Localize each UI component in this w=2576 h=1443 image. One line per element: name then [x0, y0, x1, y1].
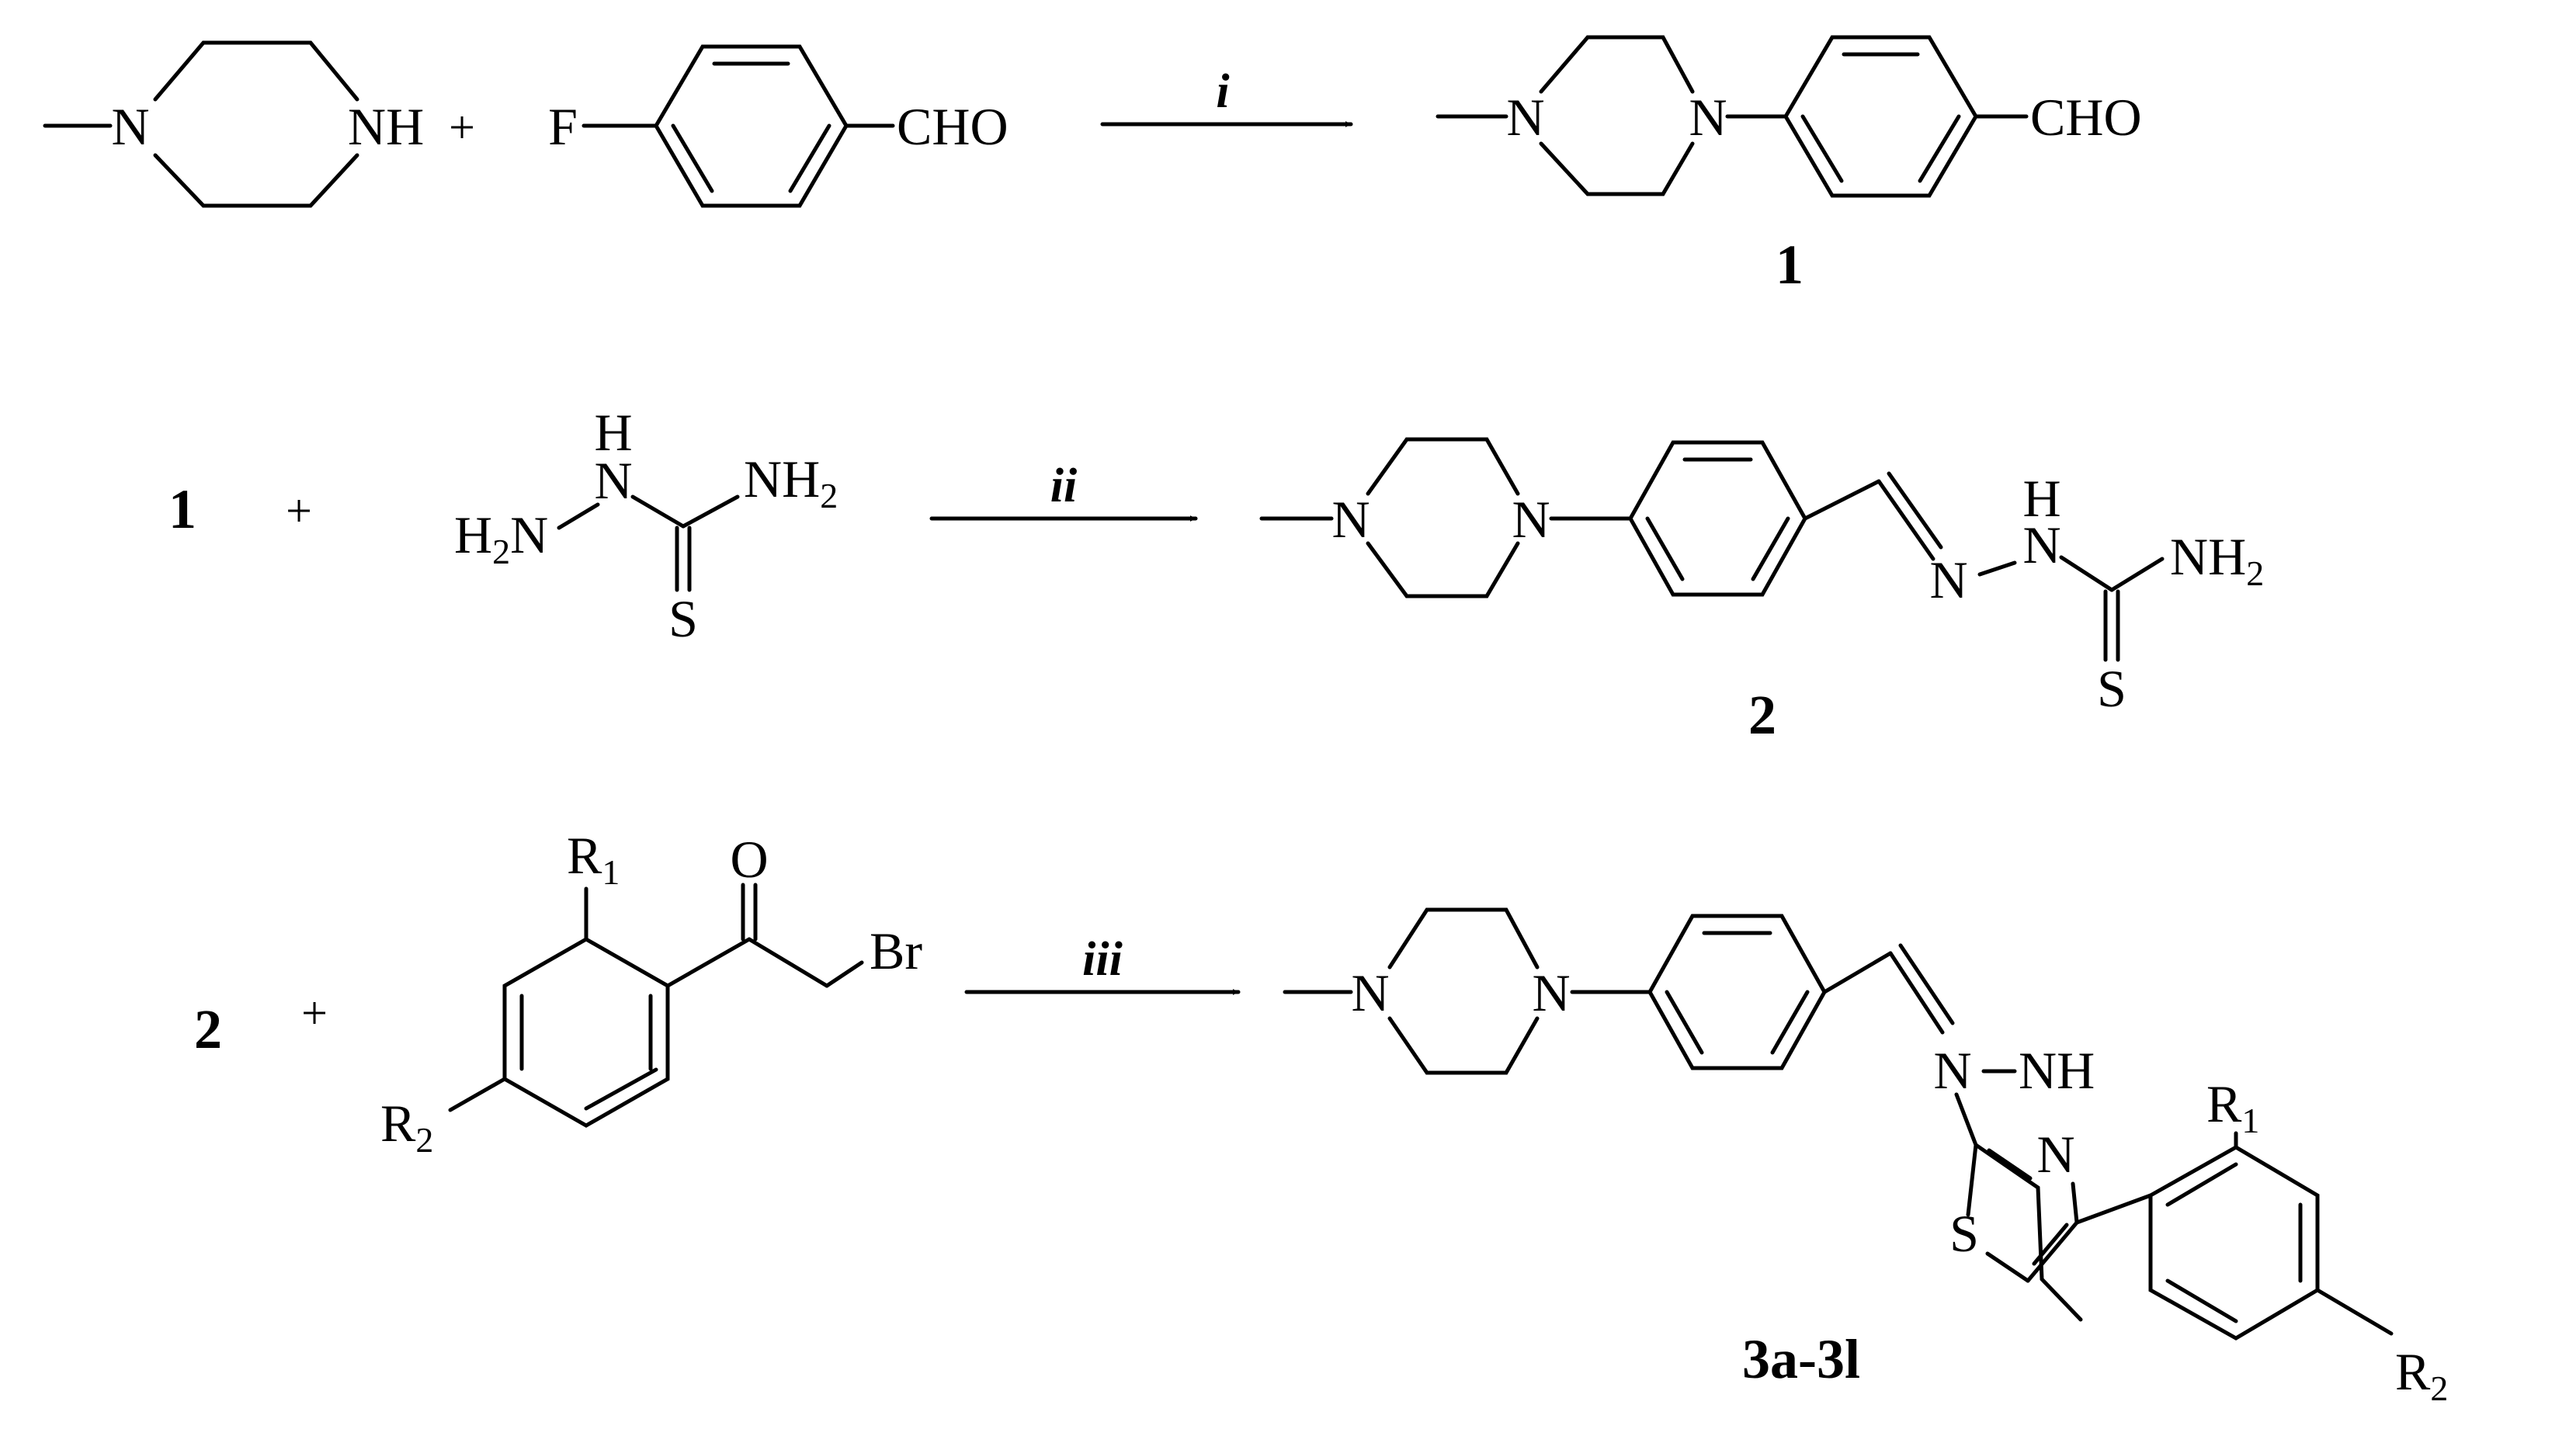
product2-n2-label: N — [1512, 490, 1550, 549]
row2-reactant-1-label: 1 — [168, 478, 196, 540]
product2-imine-n-label: N — [1929, 550, 1967, 609]
plus-sign-3: + — [301, 987, 328, 1039]
piperazine-nh-label: NH — [348, 97, 424, 156]
product2-nh-n-label: N — [2022, 515, 2060, 574]
row1-reactant-methylpiperazine: N NH — [43, 40, 424, 208]
product-3-structure: N N N NH N S R1 R2 — [1283, 907, 2448, 1408]
reagent-r1-label: R1 — [567, 826, 620, 892]
product2-nh2-label: NH2 — [2170, 527, 2264, 593]
thiazole-s-label: S — [1949, 1204, 1979, 1263]
condition-label-i: i — [1216, 65, 1229, 118]
row3-reactant-2-label: 2 — [194, 998, 222, 1060]
product2-n1-label: N — [1331, 490, 1370, 549]
condition-label-ii: ii — [1050, 460, 1077, 512]
product3-n2-label: N — [1532, 963, 1570, 1022]
product3-r2-label: R2 — [2395, 1342, 2448, 1408]
product3-nh-label: NH — [2019, 1041, 2095, 1100]
plus-sign-2: + — [286, 485, 312, 536]
product-1-structure: N N CHO — [1436, 35, 2142, 198]
reaction-arrow-ii: ii — [929, 460, 1198, 522]
product1-n2-label: N — [1689, 88, 1727, 147]
compound-number-3a-3l: 3a-3l — [1742, 1328, 1860, 1390]
reaction-arrow-iii: iii — [964, 933, 1241, 995]
product3-r1-label: R1 — [2206, 1074, 2259, 1140]
bromine-label: Br — [870, 921, 922, 980]
row1-reactant-fluorobenzaldehyde: F CHO — [548, 44, 1009, 208]
thiazole-n-label: N — [2036, 1125, 2074, 1184]
product2-s-label: S — [2097, 659, 2126, 718]
fluorine-label: F — [548, 97, 578, 156]
h2n-label: H2N — [454, 505, 548, 571]
product1-aldehyde-label: CHO — [2030, 88, 2142, 147]
reaction-arrow-i: i — [1100, 65, 1353, 127]
thiosemicarbazide-structure: H N H2N NH2 S — [454, 403, 838, 648]
compound-number-2: 2 — [1748, 684, 1776, 746]
bromoacetophenone-structure: R1 R2 O Br — [380, 826, 922, 1160]
product2-nh-h-label: H — [2022, 469, 2060, 528]
product1-n1-label: N — [1506, 88, 1544, 147]
product-2-structure: N N N H N NH2 S — [1259, 437, 2264, 718]
product3-imine-n-label: N — [1933, 1041, 1971, 1100]
piperazine-n-label: N — [111, 97, 149, 156]
product3-n1-label: N — [1351, 963, 1389, 1022]
condition-label-iii: iii — [1082, 933, 1123, 986]
compound-number-1: 1 — [1776, 234, 1804, 296]
thiosemicarbazide-n-label: N — [594, 451, 632, 510]
reagent-r2-label: R2 — [380, 1094, 433, 1160]
plus-sign-1: + — [449, 102, 475, 153]
thiocarbonyl-s-label: S — [668, 589, 698, 648]
thiosemicarbazide-h-label: H — [594, 403, 632, 462]
carbonyl-o-label: O — [730, 830, 768, 889]
aldehyde-group-label: CHO — [897, 97, 1009, 156]
nh2-label: NH2 — [744, 449, 838, 515]
